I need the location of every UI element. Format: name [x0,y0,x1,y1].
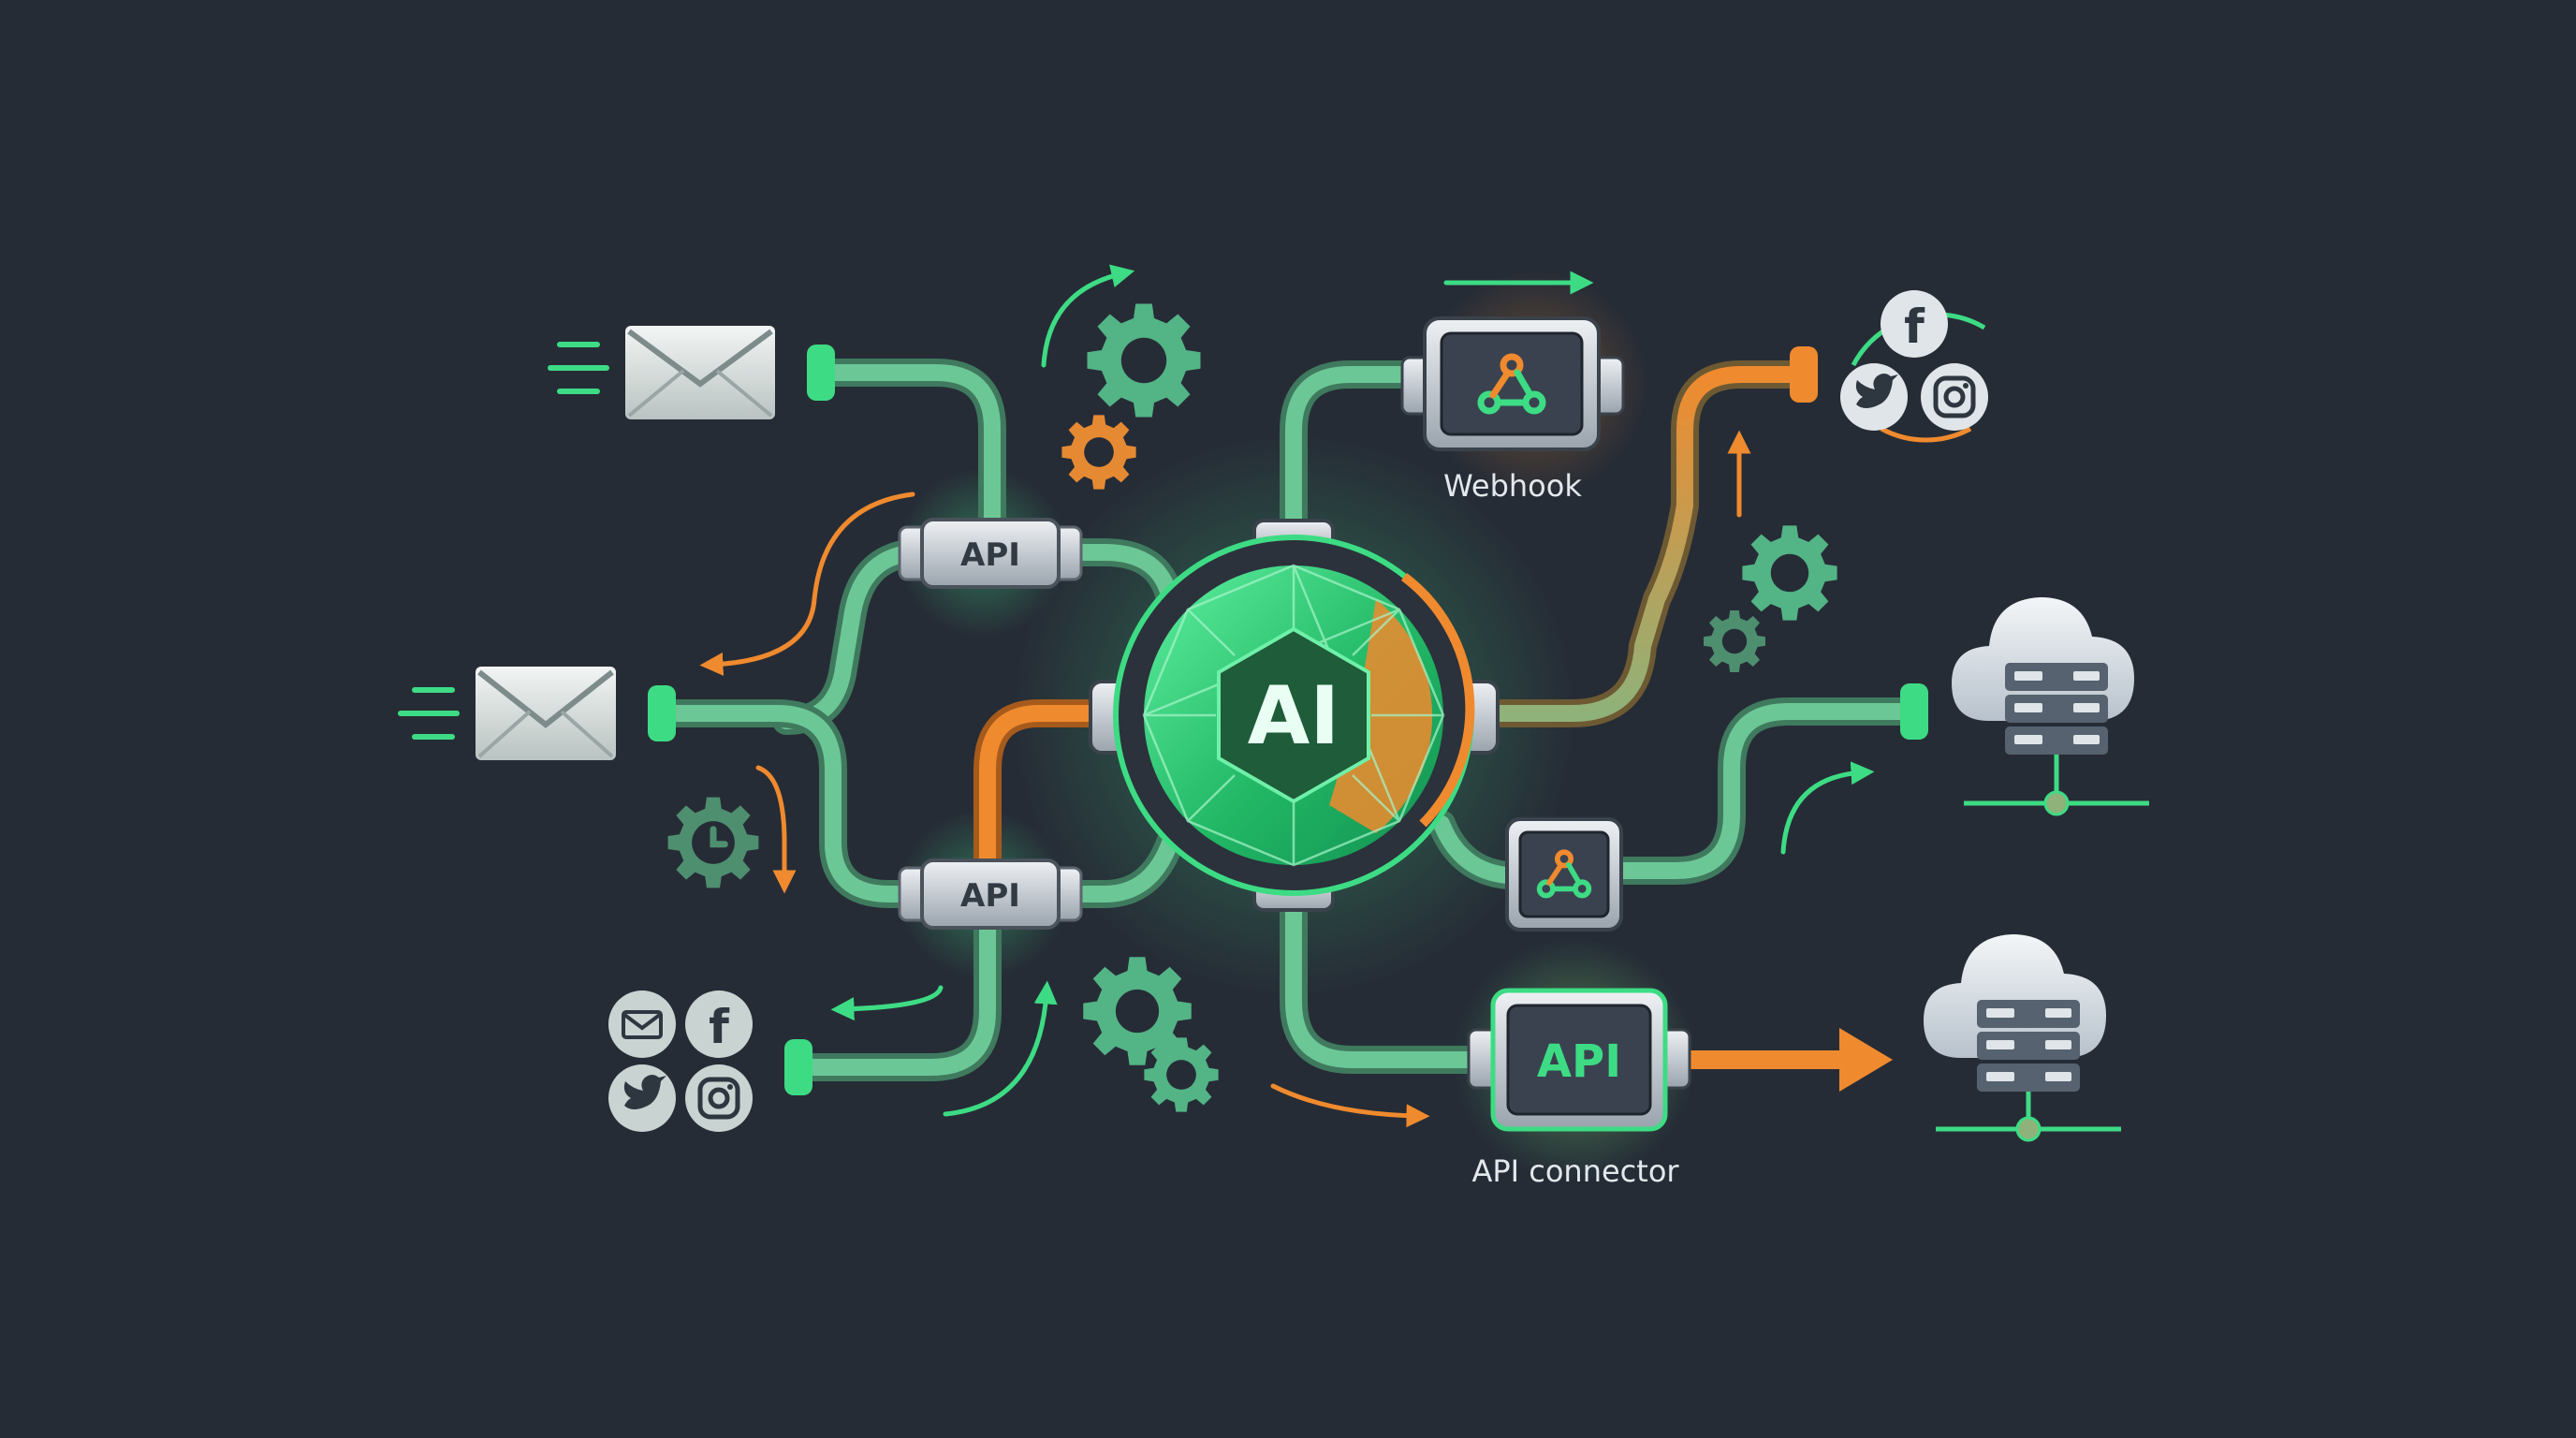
api-label: API [960,536,1020,574]
gear-icon [1742,525,1837,621]
email-icon [548,326,775,419]
social-cluster-top: f [1840,290,1988,443]
social-cluster-bottom: f [608,990,753,1132]
webhook-node-small[interactable] [1505,817,1623,932]
cloud-server-icon [1924,934,2121,1142]
flow-arrows [699,264,1875,1128]
webhook-caption: Webhook [1443,468,1582,504]
api-connector-node[interactable]: API [1467,946,1691,1170]
api-connector-caption: API connector [1471,1153,1679,1189]
email-icon[interactable] [608,990,676,1058]
gear-icon [1704,610,1765,672]
cloud-server-icon [1952,597,2149,816]
svg-text:f: f [1904,300,1925,354]
svg-text:f: f [709,1000,730,1054]
twitter-icon[interactable] [1840,363,1908,431]
gear-icon [1144,1037,1219,1112]
email-icon [398,667,616,760]
gear-icon [1061,415,1136,490]
twitter-icon[interactable] [608,1064,676,1132]
ai-hub[interactable]: AI [1089,519,1500,912]
api-connector-label: API [1537,1035,1621,1088]
api-label: API [960,877,1020,915]
facebook-icon[interactable]: f [685,990,753,1058]
clock-gear-icon [667,797,759,888]
api-connector-upper[interactable]: API [898,518,1083,589]
webhook-node[interactable] [1400,316,1625,451]
instagram-icon[interactable] [1921,363,1988,431]
api-connector-lower[interactable]: API [898,858,1083,930]
facebook-icon[interactable]: f [1881,290,1948,358]
pipe-end-caps [648,345,1928,1095]
hub-label: AI [1248,669,1340,763]
instagram-icon[interactable] [685,1064,753,1132]
gear-icon [1087,303,1201,418]
gear-icon [1083,957,1192,1065]
